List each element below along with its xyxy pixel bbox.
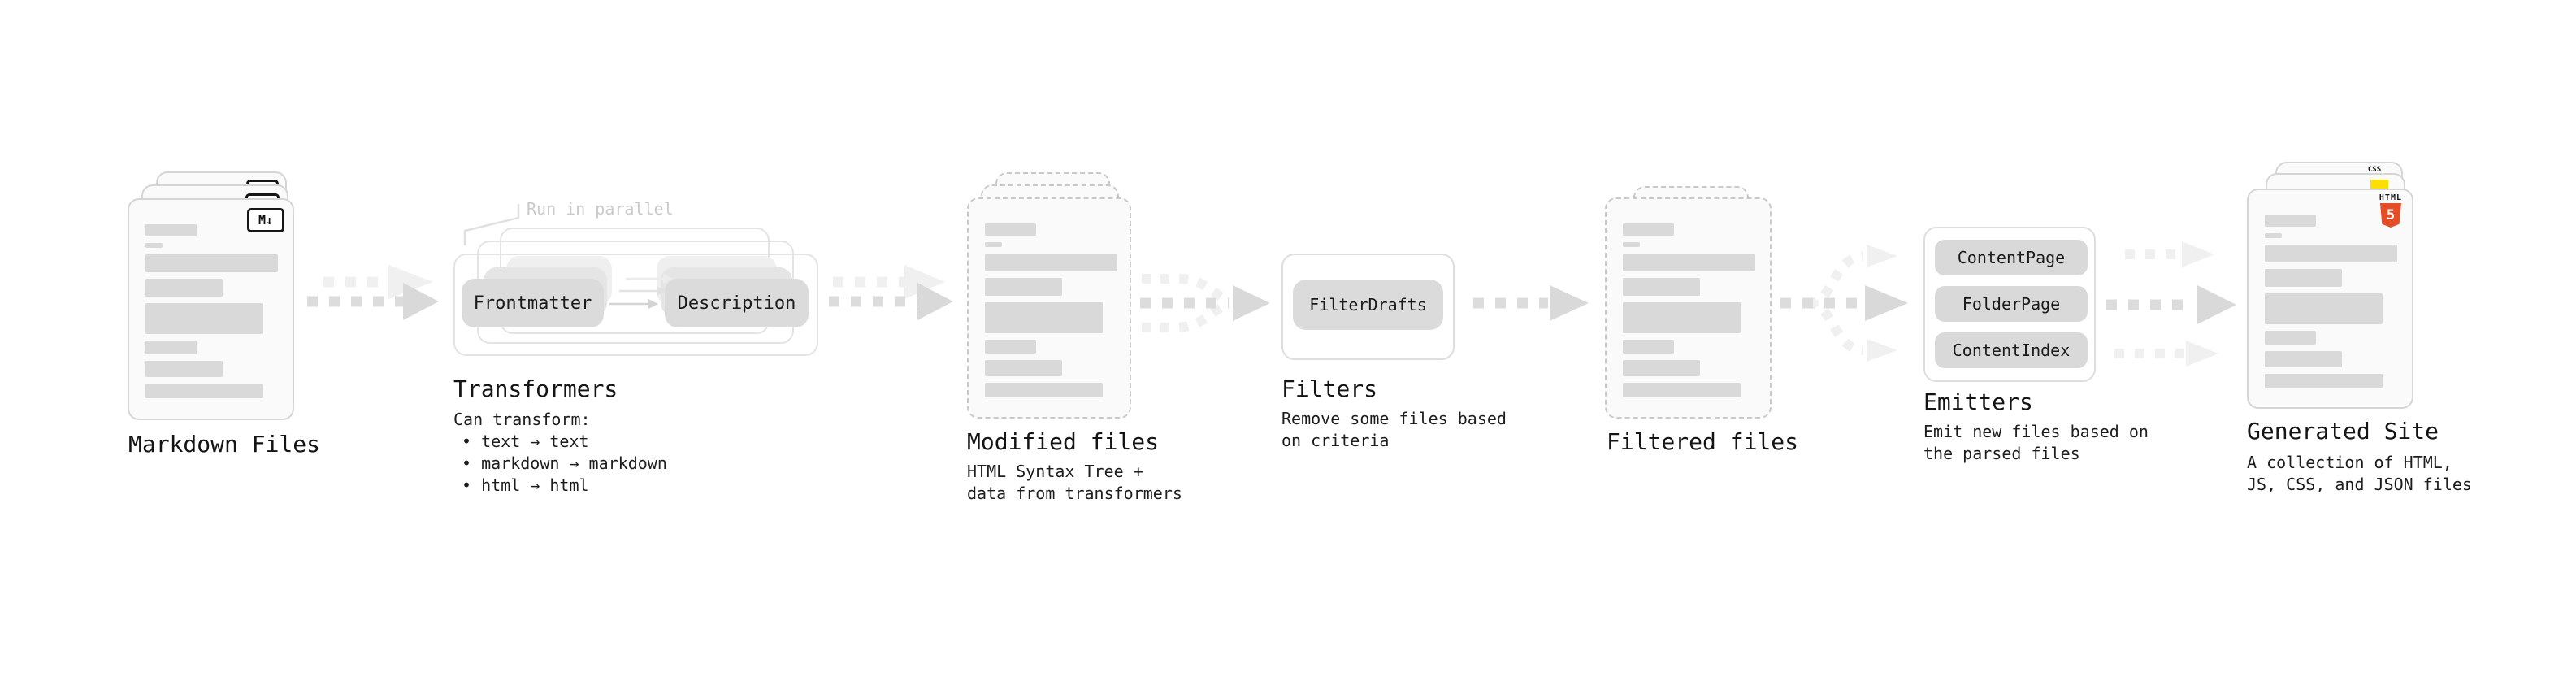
document-placeholder-lines (129, 200, 293, 398)
emitters-box: ContentPage FolderPage ContentIndex (1923, 227, 2096, 382)
filter-pill-filterdrafts: FilterDrafts (1293, 280, 1443, 330)
station-title-modified-files: Modified files (967, 428, 1160, 455)
fanout-arrow-icon (1776, 244, 1912, 366)
station-title-filters: Filters (1281, 375, 1378, 402)
station-caption-transformers: Can transform: (453, 410, 591, 429)
station-title-generated-site: Generated Site (2247, 418, 2439, 445)
emitter-pill-contentpage: ContentPage (1935, 240, 2088, 275)
merge-arrow-icon (1134, 262, 1273, 347)
document-card-front (967, 197, 1131, 419)
document-card-front: HTML 5 (2247, 189, 2413, 409)
station-caption-generated-site: A collection of HTML, JS, CSS, and JSON … (2247, 453, 2472, 494)
station-title-emitters: Emitters (1923, 388, 2033, 415)
pill-arrow-icon (626, 273, 674, 284)
html5-badge-label: HTML (2379, 193, 2402, 202)
transformer-pill-description: Description (665, 279, 809, 327)
document-card-front: M↓ (128, 198, 294, 420)
document-placeholder-lines (969, 199, 1130, 397)
flow-arrow-icon (301, 264, 443, 325)
station-caption-modified-files: HTML Syntax Tree + data from transformer… (967, 462, 1182, 503)
pill-arrow-icon (609, 298, 660, 310)
transformer-pill-frontmatter: Frontmatter (462, 279, 604, 327)
document-placeholder-lines (1607, 199, 1770, 397)
run-in-parallel-note: Run in parallel (527, 199, 674, 219)
emitter-pill-contentindex: ContentIndex (1935, 332, 2088, 368)
station-title-markdown-files: Markdown Files (128, 431, 321, 458)
station-caption-filters: Remove some files based on criteria (1281, 409, 1507, 450)
pill-arrow-icon (619, 285, 668, 297)
station-title-filtered-files: Filtered files (1607, 428, 1799, 455)
station-title-transformers: Transformers (453, 375, 618, 402)
emitter-pill-folderpage: FolderPage (1935, 286, 2088, 322)
transform-bullet: • markdown → markdown (462, 453, 667, 473)
html5-badge-icon: HTML 5 (2379, 194, 2402, 228)
markdown-file-icon: M↓ (247, 208, 284, 232)
document-card-front (1605, 197, 1772, 419)
transform-bullet: • html → html (462, 475, 589, 495)
parallel-stack-box-front (453, 254, 818, 356)
transform-bullet: • text → text (462, 432, 589, 451)
flow-arrow-icon (825, 264, 959, 325)
document-placeholder-lines (2249, 190, 2412, 388)
flow-arrow-icon (2105, 237, 2243, 372)
leader-line-icon (462, 202, 527, 250)
html5-badge-number: 5 (2386, 207, 2396, 223)
station-caption-emitters: Emit new files based on the parsed files (1923, 422, 2149, 463)
flow-arrow-icon (1467, 280, 1593, 326)
css-badge-label: CSS (2367, 166, 2382, 174)
js-badge-icon (2370, 180, 2388, 189)
